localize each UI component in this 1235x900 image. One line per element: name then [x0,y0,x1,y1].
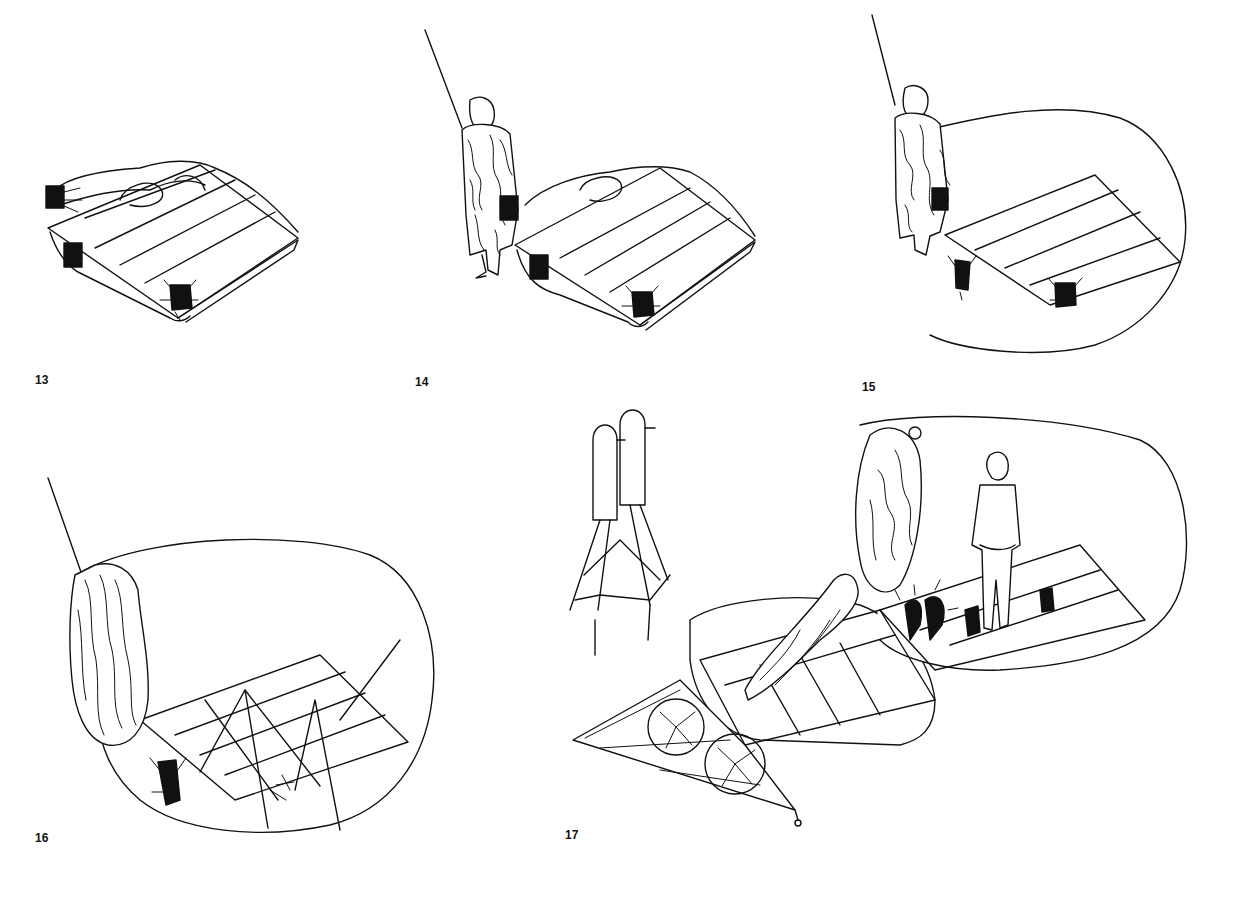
inflated-shelter [48,478,434,832]
suited-figure-with-shelter [425,30,755,330]
figure-number: 14 [415,376,428,388]
figure-number: 17 [565,829,578,841]
deployed-shelter [570,410,1187,826]
figure-number: 16 [35,832,48,844]
folded-shelter [46,161,298,322]
thruster-pack [46,186,198,320]
figure-number: 13 [35,374,48,386]
figure-number: 15 [862,381,875,393]
gas-tanks [570,410,670,655]
inflating-shelter [872,15,1186,352]
